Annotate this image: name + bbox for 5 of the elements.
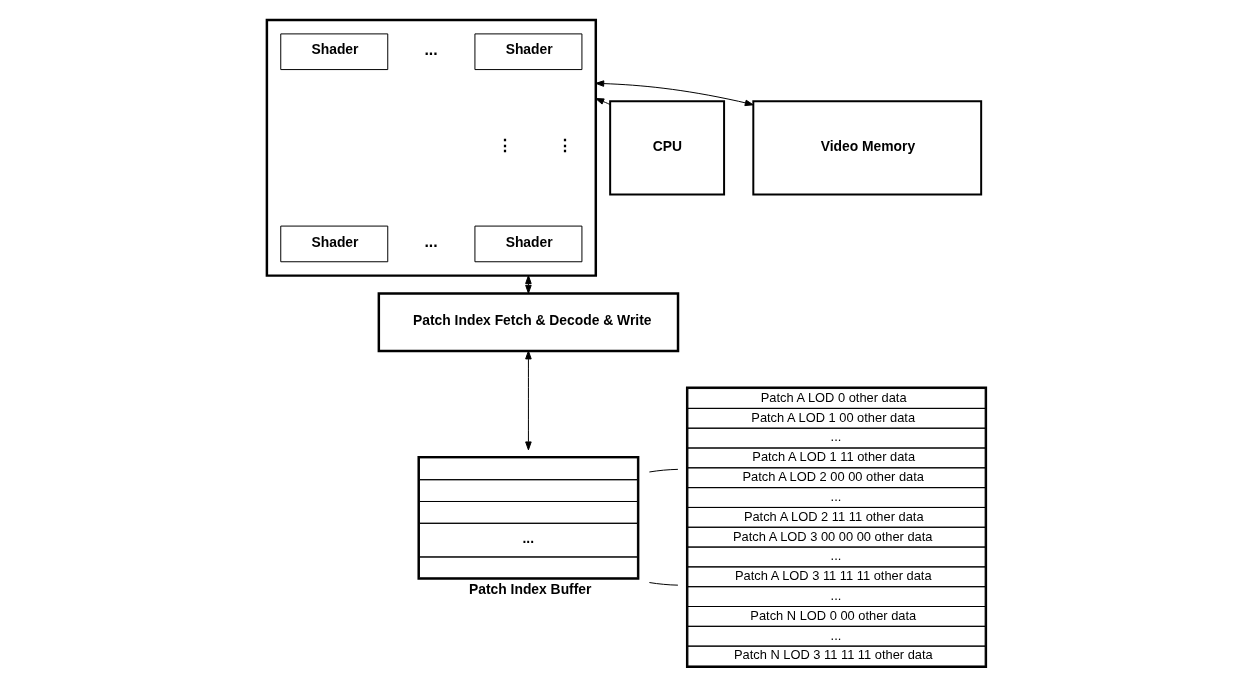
label: ⋮ — [496, 136, 513, 154]
label: ... — [423, 40, 438, 58]
label: ⋮ — [556, 136, 573, 154]
label: ... — [423, 232, 438, 250]
node-label: Patch Index Buffer — [468, 580, 591, 597]
